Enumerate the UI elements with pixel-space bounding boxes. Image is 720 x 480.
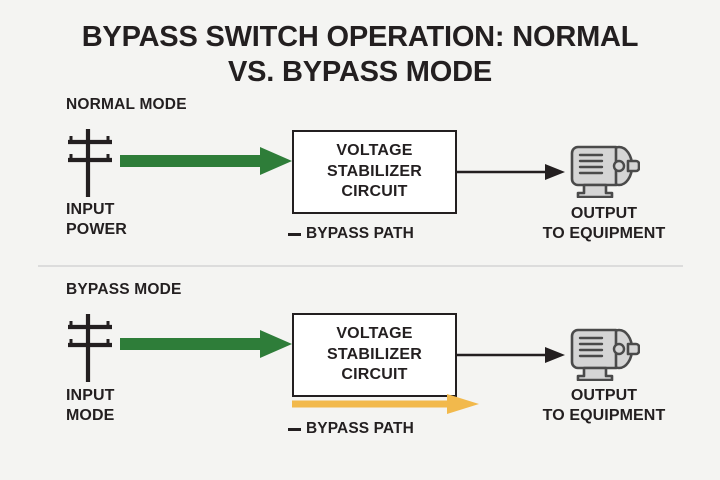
input-label-line-2: MODE — [66, 406, 115, 424]
input-label-line-1: INPUT — [66, 201, 115, 218]
bypass-dash-icon — [288, 427, 301, 431]
box-line-1: VOLTAGE — [336, 142, 413, 160]
green-supply-arrow-bypass — [120, 329, 292, 359]
green-supply-arrow-normal — [120, 146, 292, 176]
electric-motor-icon — [566, 142, 641, 199]
bypass-path-label: BYPASS PATH — [306, 225, 414, 242]
bypass-path-caption-bypass: BYPASS PATH — [288, 420, 414, 438]
output-label-line-1: OUTPUT — [570, 205, 638, 222]
page-title: BYPASS SWITCH OPERATION: NORMAL VS. BYPA… — [0, 20, 720, 91]
output-label-line-2: TO EQUIPMENT — [542, 224, 666, 242]
output-arrow-normal — [457, 163, 565, 181]
bypass-dash-icon — [288, 232, 301, 236]
box-line-2: STABILIZER — [326, 162, 423, 180]
output-label-bypass: OUTPUT TO EQUIPMENT — [529, 386, 679, 425]
box-line-3: CIRCUIT — [341, 366, 408, 384]
voltage-stabilizer-box-bypass: VOLTAGE STABILIZER CIRCUIT — [292, 313, 457, 397]
title-line-1: BYPASS SWITCH OPERATION: NORMAL — [81, 21, 639, 53]
bypass-path-caption-normal: BYPASS PATH — [288, 225, 414, 243]
box-line-2: STABILIZER — [326, 345, 423, 363]
electric-motor-icon — [566, 325, 641, 382]
mode-label-normal: NORMAL MODE — [66, 96, 187, 113]
section-divider — [38, 265, 683, 267]
input-label-line-2: POWER — [66, 220, 127, 238]
section-bypass-mode: BYPASS MODE INPUT MODE — [0, 281, 720, 446]
title-line-2: VS. BYPASS MODE — [228, 56, 492, 89]
section-normal-mode: NORMAL MODE INPUT POWER — [0, 96, 720, 256]
box-line-3: CIRCUIT — [341, 183, 408, 201]
output-label-line-2: TO EQUIPMENT — [542, 406, 666, 424]
utility-pole-icon — [62, 312, 130, 382]
input-label-bypass: INPUT MODE — [66, 386, 115, 425]
input-label-normal: INPUT POWER — [66, 200, 127, 239]
output-label-normal: OUTPUT TO EQUIPMENT — [529, 204, 679, 243]
orange-bypass-arrow — [292, 393, 479, 415]
utility-pole-icon — [62, 127, 130, 197]
voltage-stabilizer-box-normal: VOLTAGE STABILIZER CIRCUIT — [292, 130, 457, 214]
output-arrow-bypass — [457, 346, 565, 364]
input-label-line-1: INPUT — [66, 387, 115, 404]
mode-label-bypass: BYPASS MODE — [66, 281, 182, 298]
bypass-path-label: BYPASS PATH — [306, 420, 414, 437]
box-line-1: VOLTAGE — [336, 325, 413, 343]
output-label-line-1: OUTPUT — [570, 387, 638, 404]
